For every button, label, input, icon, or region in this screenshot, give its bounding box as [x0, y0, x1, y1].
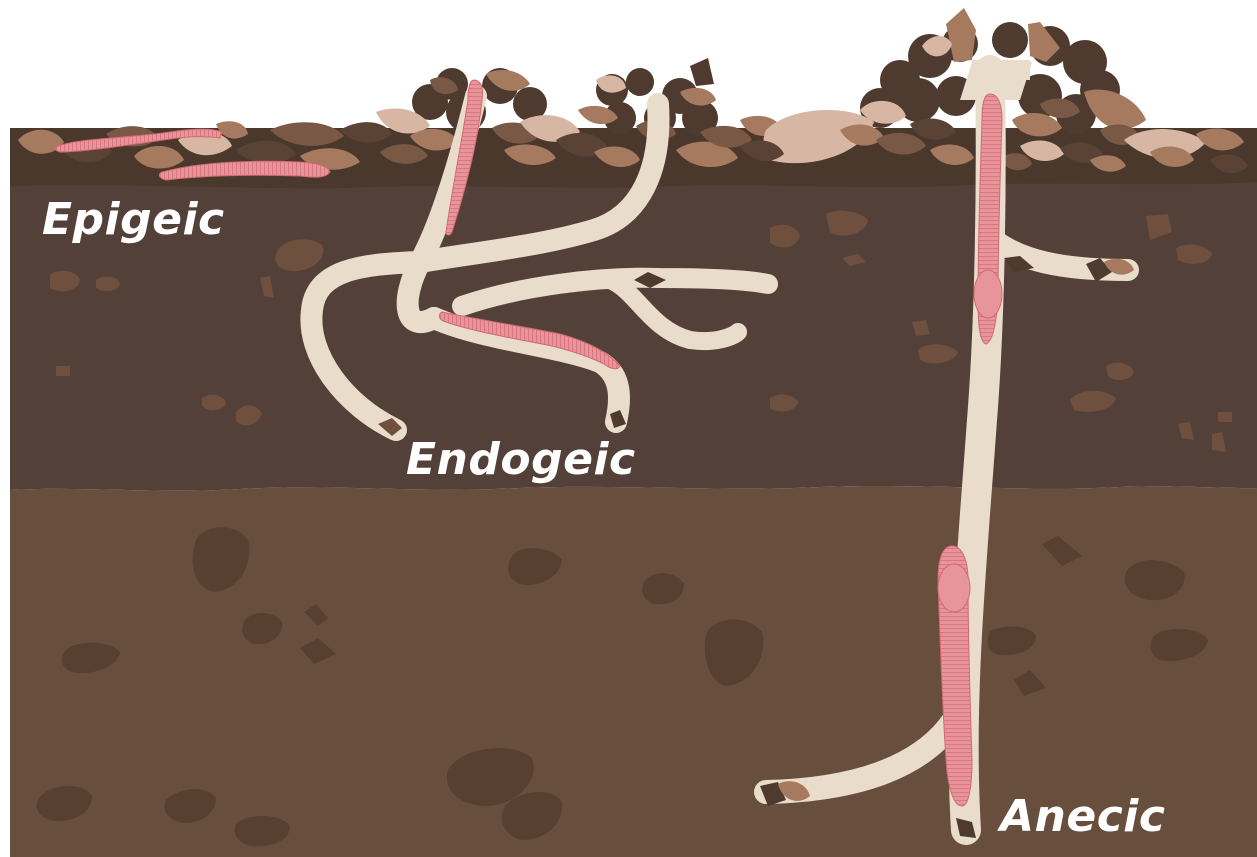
label-endogeic: Endogeic: [406, 434, 636, 485]
anecic-worm-lower-clitellum: [938, 564, 970, 612]
anecic-worm-upper-clitellum: [974, 270, 1002, 318]
anecic-burrow-mouth-flare: [960, 62, 1032, 100]
label-anecic: Anecic: [1000, 791, 1165, 842]
label-epigeic: Epigeic: [42, 194, 225, 245]
